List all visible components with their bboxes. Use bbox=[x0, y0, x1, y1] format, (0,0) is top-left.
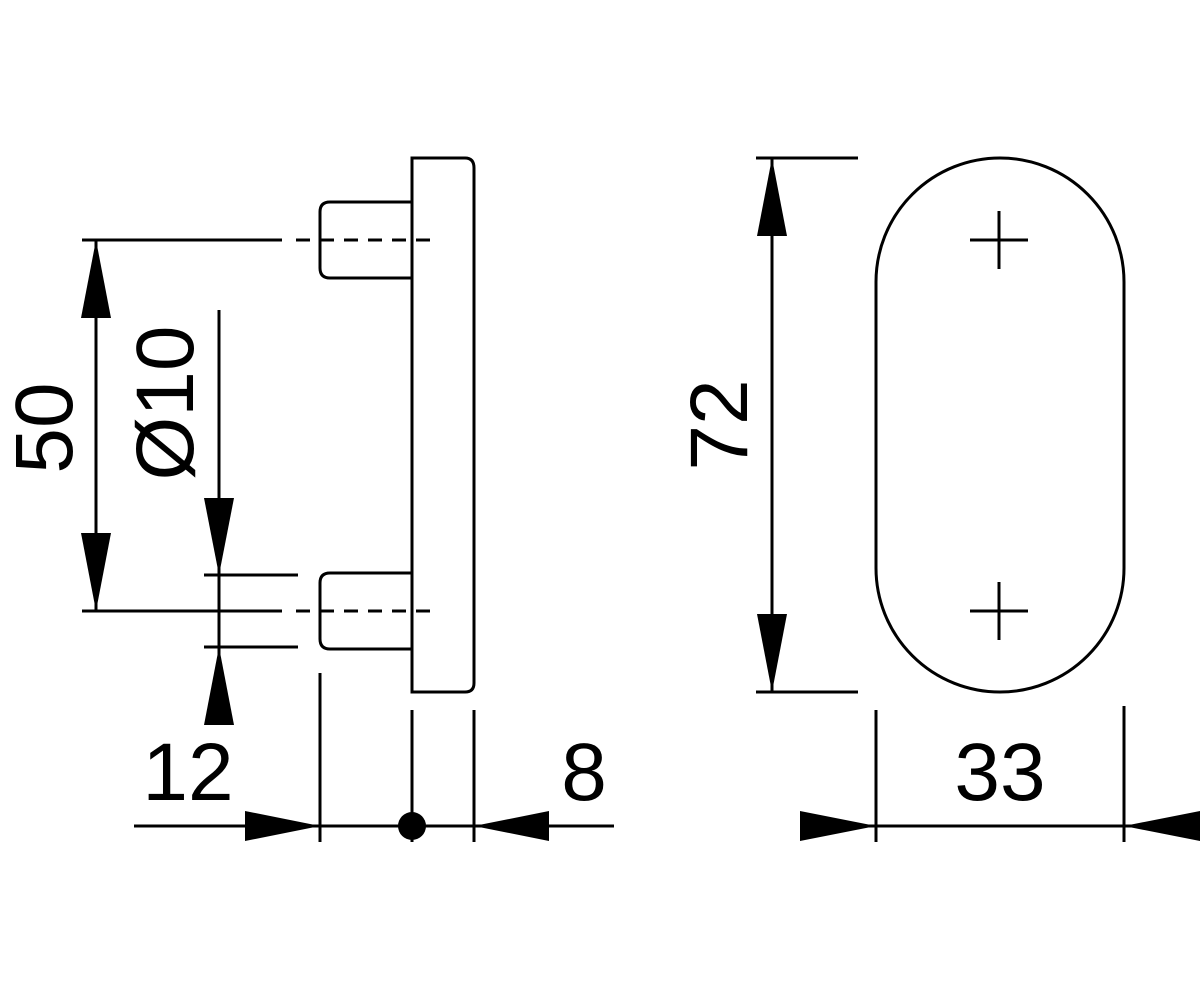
plate-profile bbox=[410, 156, 476, 694]
dim-50-arrow-bottom bbox=[81, 533, 111, 611]
dim-diameter-label: Ø10 bbox=[120, 326, 211, 481]
dim-12-label: 12 bbox=[142, 727, 233, 818]
dim-8-arrow bbox=[474, 811, 549, 841]
oval-plate bbox=[874, 156, 1126, 694]
dim-72-label: 72 bbox=[674, 379, 765, 470]
dim-dot bbox=[398, 812, 426, 840]
dim-33-arrow-right bbox=[1124, 811, 1200, 841]
dim-50-label: 50 bbox=[0, 382, 90, 473]
dim-8-label: 8 bbox=[561, 727, 607, 818]
dim-12-arrow bbox=[245, 811, 320, 841]
dim-diameter-arrow-top bbox=[204, 498, 234, 575]
dim-72-arrow-top bbox=[757, 158, 787, 236]
side-view: 50 Ø10 12 8 bbox=[0, 156, 614, 842]
dim-diameter-arrow-bottom bbox=[204, 647, 234, 725]
dim-50-arrow-top bbox=[81, 240, 111, 318]
dim-33-label: 33 bbox=[954, 727, 1045, 818]
lower-crosshair bbox=[970, 582, 1028, 640]
front-view: 72 33 bbox=[674, 156, 1200, 842]
upper-crosshair bbox=[970, 211, 1028, 269]
dim-72-arrow-bottom bbox=[757, 614, 787, 692]
dim-33-arrow-left bbox=[800, 811, 876, 841]
